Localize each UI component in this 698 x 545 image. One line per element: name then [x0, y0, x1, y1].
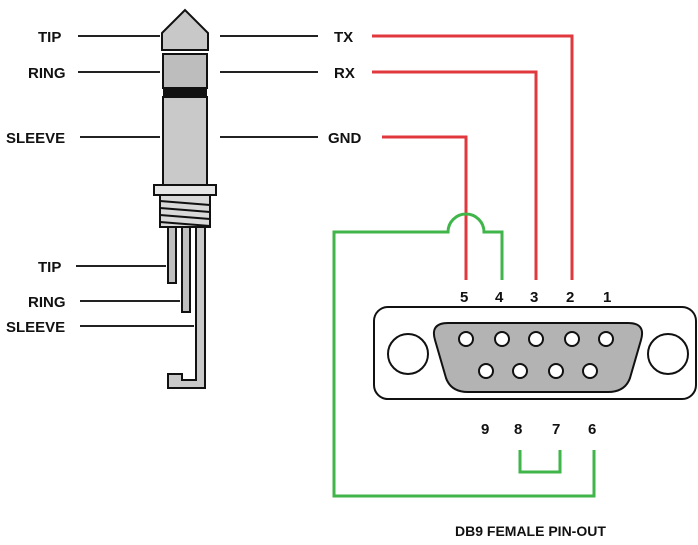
- db9-socket: [494, 331, 510, 347]
- lug-tip: [167, 226, 177, 284]
- db9-socket: [598, 331, 614, 347]
- plug-collar: [153, 184, 217, 196]
- wire-rx: [372, 70, 538, 280]
- label-tx: TX: [334, 29, 353, 46]
- wire-loop-4-6: [332, 212, 596, 498]
- db9-socket: [528, 331, 544, 347]
- plug-sleeve: [162, 96, 208, 186]
- wire-tx: [372, 34, 574, 280]
- plug-insulator: [163, 88, 207, 97]
- lug-sleeve: [167, 226, 206, 389]
- label-top-ring: RING: [28, 65, 66, 82]
- db9-socket: [548, 363, 564, 379]
- label-bottom-tip: TIP: [38, 259, 61, 276]
- signal-wires: [372, 34, 574, 280]
- loopback-wires: [332, 212, 596, 498]
- db9-mount-hole-right: [647, 333, 689, 375]
- lug-ring: [181, 226, 191, 313]
- trs-plug-drawing: [153, 8, 217, 389]
- plug-tip: [161, 8, 209, 51]
- pin-label-5: 5: [460, 289, 468, 306]
- label-bottom-sleeve: SLEEVE: [6, 319, 65, 336]
- db9-socket: [478, 363, 494, 379]
- connector-title: DB9 FEMALE PIN-OUT: [455, 523, 606, 539]
- wire-jumper-7-8: [518, 450, 562, 474]
- db9-mount-hole-left: [387, 333, 429, 375]
- pin-label-6: 6: [588, 421, 596, 438]
- label-bottom-ring: RING: [28, 294, 66, 311]
- label-top-sleeve: SLEEVE: [6, 130, 65, 147]
- db9-connector: [373, 306, 697, 400]
- pin-label-3: 3: [530, 289, 538, 306]
- pin-label-9: 9: [481, 421, 489, 438]
- db9-socket: [512, 363, 528, 379]
- db9-socket: [582, 363, 598, 379]
- label-top-tip: TIP: [38, 29, 61, 46]
- pin-label-1: 1: [603, 289, 611, 306]
- label-rx: RX: [334, 65, 355, 82]
- db9-socket: [458, 331, 474, 347]
- label-gnd: GND: [328, 130, 362, 147]
- db9-socket: [564, 331, 580, 347]
- pin-label-2: 2: [566, 289, 574, 306]
- pin-label-7: 7: [552, 421, 560, 438]
- pin-label-8: 8: [514, 421, 522, 438]
- pin-label-4: 4: [495, 289, 504, 306]
- plug-ring: [162, 53, 208, 89]
- wire-gnd: [382, 135, 468, 280]
